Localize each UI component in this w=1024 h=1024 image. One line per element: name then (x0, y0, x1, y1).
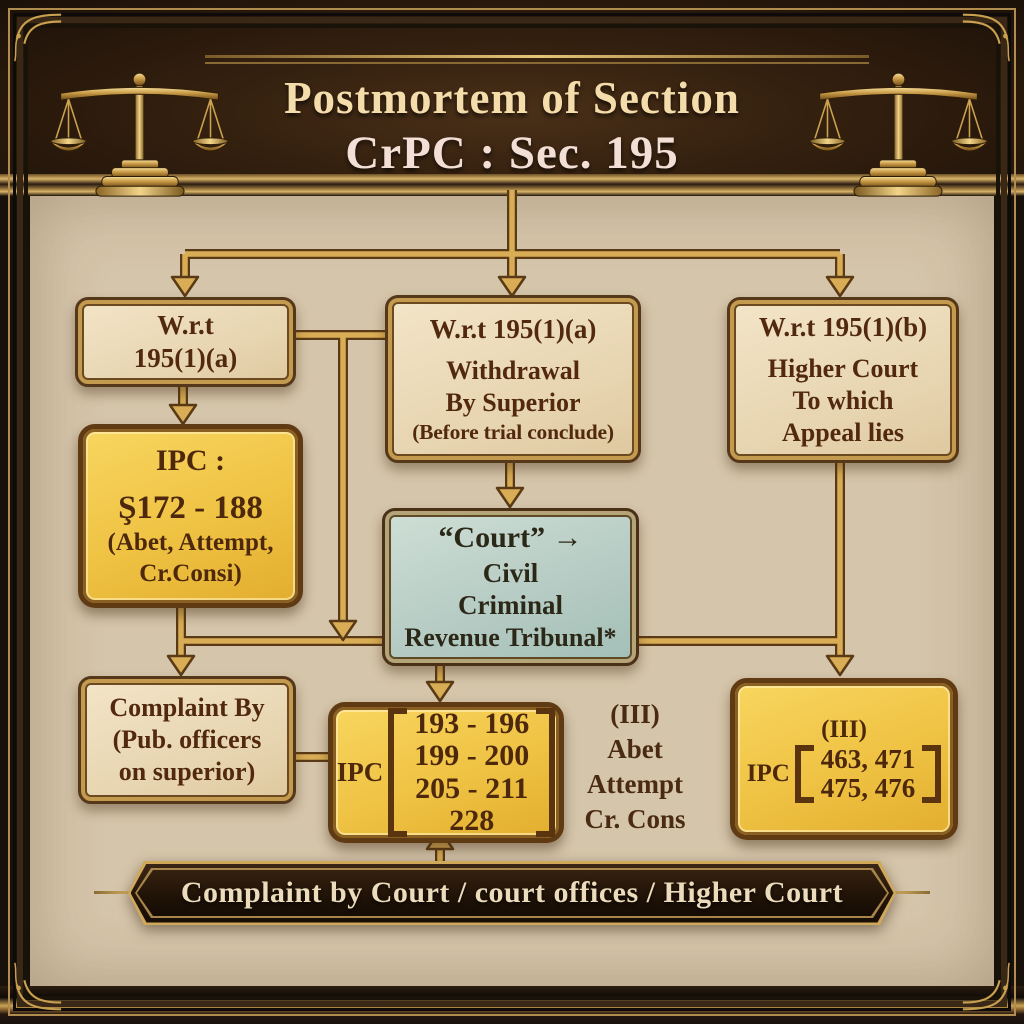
node-ipc-172-188: IPC : Ş172 - 188 (Abet, Attempt, Cr.Cons… (78, 424, 303, 608)
node-complaint-by-officers: Complaint By (Pub. officers on superior) (78, 676, 296, 804)
node-higher-court-appeal: W.r.t 195(1)(b) Higher Court To which Ap… (727, 297, 959, 463)
note-line: Cr. Cons (584, 804, 686, 834)
node-line: Civil (482, 557, 539, 588)
node-line: Ş172 - 188 (118, 490, 263, 527)
node-line: To which (792, 386, 894, 416)
node-line: By Superior (445, 387, 581, 417)
ipc-section-list: 463, 471 475, 476 (820, 744, 916, 804)
bracket-right (536, 707, 556, 838)
note-abet-attempt: (III) Abet Attempt Cr. Cons (555, 697, 715, 837)
ipc-section-list: 193 - 196 199 - 200 205 - 211 228 (414, 706, 530, 838)
node-line: Complaint By (109, 693, 265, 723)
ipc-section-row: 228 (449, 803, 495, 837)
note-line: (III) (610, 699, 660, 729)
bracket-right (922, 745, 942, 804)
node-line: (Pub. officers (112, 725, 262, 755)
scales-of-justice-icon (50, 72, 229, 197)
node-line: on superior) (118, 756, 256, 786)
node-ipc-463-476: (III) IPC 463, 471 475, 476 (730, 678, 958, 840)
banner-side-line (892, 891, 930, 894)
banner-side-line (94, 891, 132, 894)
ipc-label: IPC (746, 760, 790, 788)
node-court-definition: “Court” → Civil Criminal Revenue Tribuna… (382, 508, 639, 666)
node-line: (Abet, Attempt, (107, 529, 274, 557)
footer-banner-label: Complaint by Court / court offices / Hig… (180, 876, 844, 909)
node-line: Criminal (458, 590, 563, 621)
node-wrt-195-1-a: W.r.t 195(1)(a) (75, 297, 296, 387)
ipc-label: IPC (336, 757, 384, 787)
node-line: Cr.Consi) (139, 559, 242, 587)
page-subtitle: CrPC : Sec. 195 (345, 127, 679, 179)
node-line: “Court” → (438, 520, 583, 554)
scales-of-justice-icon (809, 72, 988, 197)
node-line: (Before trial conclude) (412, 419, 614, 444)
ipc-section-row: 193 - 196 (414, 706, 530, 740)
node-ipc-193-228: IPC 193 - 196 199 - 200 205 - 211 228 (328, 702, 564, 843)
node-line: 195(1)(a) (133, 343, 238, 373)
node-line: W.r.t 195(1)(b) (758, 312, 928, 343)
ipc-bracket-group: IPC 463, 471 475, 476 (746, 744, 942, 804)
node-line: Revenue Tribunal* (404, 623, 617, 653)
node-line: Appeal lies (781, 417, 905, 447)
node-line: W.r.t 195(1)(a) (429, 314, 597, 345)
node-line: W.r.t (157, 310, 214, 341)
node-line: Withdrawal (446, 356, 580, 386)
ipc-section-row: 199 - 200 (414, 739, 530, 773)
header-divider-line-thin (205, 62, 869, 64)
bracket-left (794, 745, 814, 804)
page-title: Postmortem of Section (284, 73, 740, 123)
header-banner: Postmortem of Section CrPC : Sec. 195 (0, 0, 1024, 196)
header-divider-line (205, 55, 869, 58)
footer-banner-inner-fill (137, 870, 887, 916)
footer-banner: Complaint by Court / court offices / Hig… (128, 861, 896, 925)
node-line: IPC : (155, 443, 226, 477)
note-line: Abet (607, 734, 663, 764)
note-line: Attempt (587, 769, 683, 799)
node-heading: (III) (821, 715, 867, 743)
ipc-section-row: 475, 476 (820, 773, 916, 804)
ipc-section-row: 463, 471 (820, 744, 916, 775)
bracket-left (388, 707, 408, 838)
ipc-section-row: 205 - 211 (415, 771, 529, 805)
node-line: Higher Court (767, 354, 919, 384)
header-gold-band (0, 174, 1024, 196)
ipc-bracket-group: IPC 193 - 196 199 - 200 205 - 211 228 (336, 706, 556, 838)
node-withdrawal-by-superior: W.r.t 195(1)(a) Withdrawal By Superior (… (385, 295, 641, 463)
